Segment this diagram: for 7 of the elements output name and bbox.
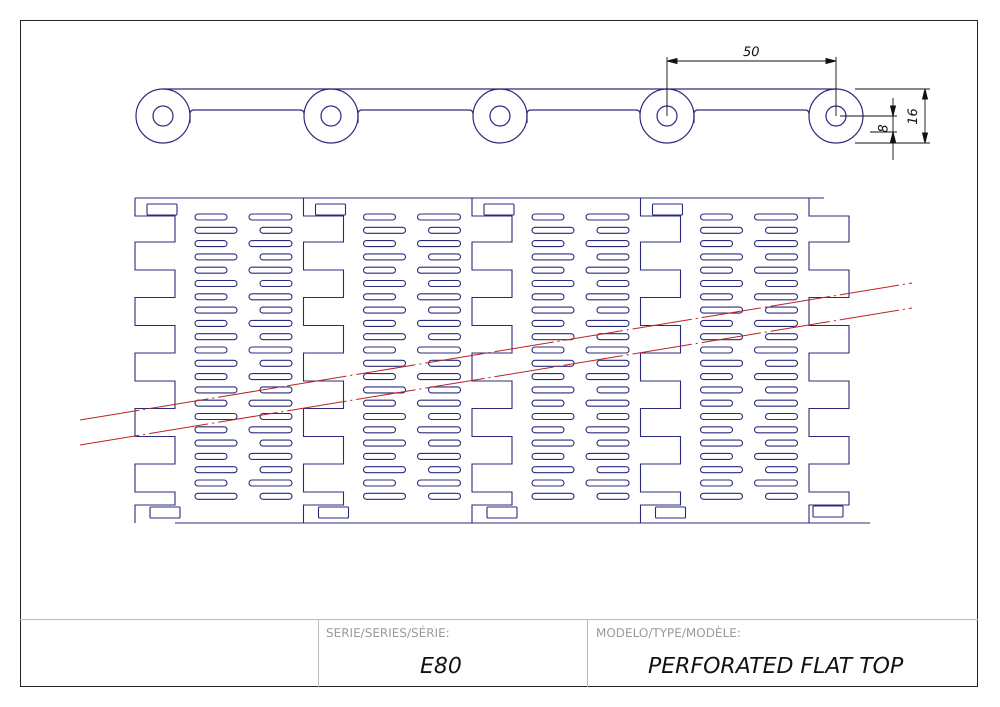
field-value: PERFORATED FLAT TOP: [648, 654, 904, 679]
dimension-value: 16: [906, 108, 920, 125]
field-label: SERIE/SERIES/SÉRIE:: [326, 626, 450, 640]
field-label: MODELO/TYPE/MODÈLE:: [596, 626, 741, 640]
dimension-value: 8: [878, 124, 891, 133]
dimension-value: 50: [743, 46, 760, 59]
field-value: E80: [420, 654, 462, 679]
